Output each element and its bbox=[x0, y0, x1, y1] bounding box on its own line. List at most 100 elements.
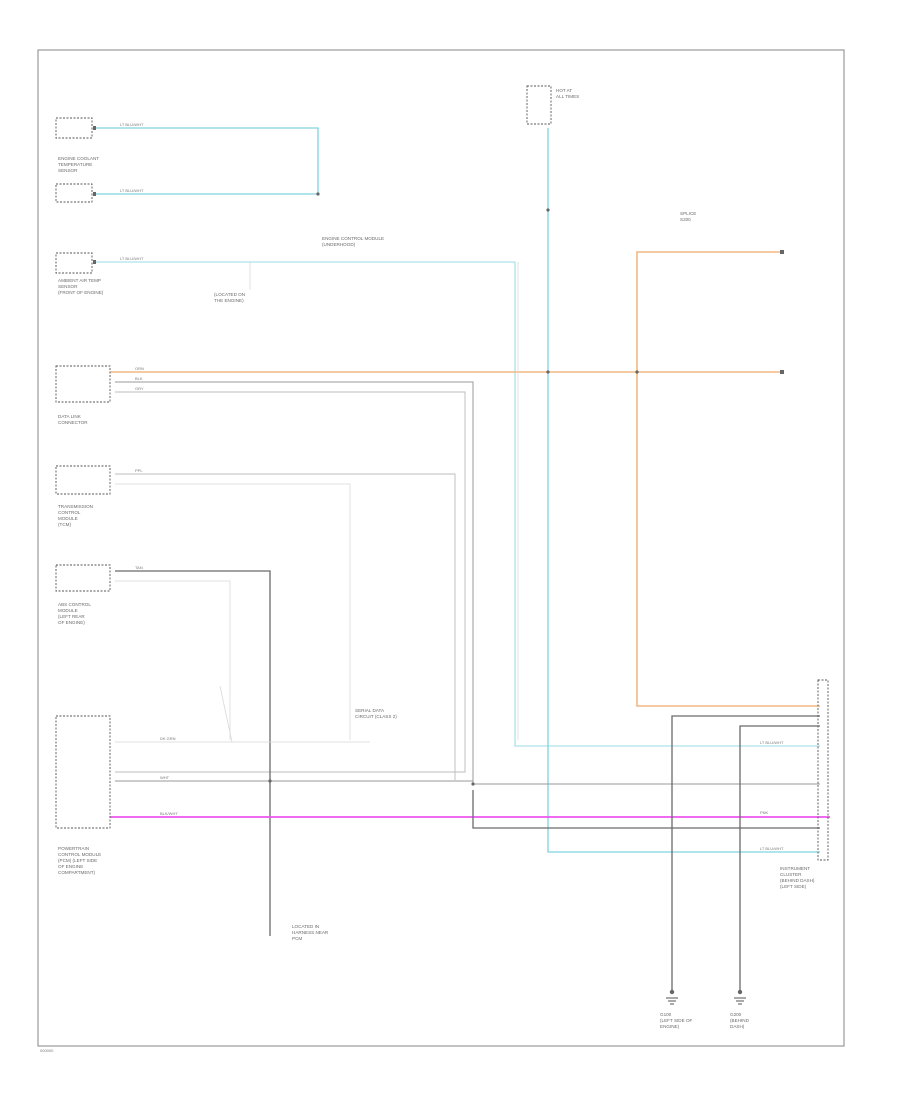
label-hot-2: ALL TIMES bbox=[556, 94, 579, 99]
abs-box bbox=[55, 564, 111, 592]
wire-tcm bbox=[115, 473, 456, 780]
splice-3 bbox=[635, 370, 639, 374]
label-amb-3: (FRONT OF ENGINE) bbox=[58, 290, 104, 295]
wire-gry-1 bbox=[115, 381, 820, 785]
label-ic-1: INSTRUMENT bbox=[780, 866, 810, 871]
wire-lt-blu-3 bbox=[547, 128, 820, 853]
wire-g200 bbox=[739, 725, 820, 990]
label-ect-1: ENGINE COOLANT bbox=[58, 156, 99, 161]
wire-label-10: WHT bbox=[160, 775, 170, 780]
label-amb-1: AMBIENT AIR TEMP bbox=[58, 278, 101, 283]
label-hot-1: HOT AT bbox=[556, 88, 572, 93]
note-1b: (UNDERHOOD) bbox=[322, 242, 356, 247]
ground-g100 bbox=[666, 989, 678, 1005]
wire-label-4: ORN bbox=[135, 366, 144, 371]
wire-gry-2 bbox=[115, 391, 466, 773]
wire-label-9: DK GRN bbox=[160, 736, 176, 741]
labels: ENGINE COOLANT TEMPERATURE SENSOR AMBIEN… bbox=[40, 88, 815, 1053]
label-ic-2: CLUSTER bbox=[780, 872, 802, 877]
corner-code: 000000 bbox=[40, 1048, 54, 1053]
pin-1 bbox=[93, 126, 96, 130]
label-pcm-3: (PCM) (LEFT SIDE bbox=[58, 858, 97, 863]
label-tcm-1: TRANSMISSION bbox=[58, 504, 93, 509]
diagram-frame bbox=[37, 49, 845, 1047]
wire-label-11: BLK/WHT bbox=[160, 811, 178, 816]
label-dlc-1: DATA LINK bbox=[58, 414, 82, 419]
wire-label-7: PPL bbox=[135, 468, 143, 473]
note-3a: SPLICE bbox=[680, 211, 696, 216]
note-6c: PCM bbox=[292, 936, 302, 941]
splice-2 bbox=[546, 208, 550, 212]
pin-4 bbox=[780, 250, 784, 254]
wire-extra-3 bbox=[219, 685, 233, 743]
pin-3 bbox=[93, 260, 96, 264]
wire-abs-2 bbox=[115, 580, 231, 740]
wire-label-6: GRY bbox=[135, 386, 144, 391]
note-4a: (LOCATED ON bbox=[214, 292, 245, 297]
wire-orn bbox=[110, 251, 820, 707]
wire-g100 bbox=[671, 715, 820, 990]
pcm-box bbox=[55, 715, 111, 829]
wire-label-14: LT BLU/WHT bbox=[760, 846, 784, 851]
label-dlc-2: CONNECTOR bbox=[58, 420, 88, 425]
label-abs-4: OF ENGINE) bbox=[58, 620, 85, 625]
note-6a: LOCATED IN bbox=[292, 924, 319, 929]
label-abs-3: (LEFT REAR bbox=[58, 614, 85, 619]
wires bbox=[95, 127, 830, 990]
note-1a: ENGINE CONTROL MODULE bbox=[322, 236, 384, 241]
label-tcm-2: CONTROL bbox=[58, 510, 81, 515]
label-g100-2: (LEFT SIDE OF bbox=[660, 1018, 693, 1023]
note-5a: SERIAL DATA bbox=[355, 708, 385, 713]
wire-abs bbox=[115, 570, 271, 936]
wire-label-2: LT BLU/WHT bbox=[120, 188, 144, 193]
wire-label-1: LT BLU/WHT bbox=[120, 122, 144, 127]
fuse-box-top bbox=[526, 85, 552, 125]
label-abs-1: ABS CONTROL bbox=[58, 602, 91, 607]
label-g200-3: DASH) bbox=[730, 1024, 745, 1029]
label-pcm-4: OF ENGINE bbox=[58, 864, 83, 869]
pin-2 bbox=[93, 192, 96, 196]
wire-tcm-2 bbox=[115, 483, 351, 740]
label-pcm-5: COMPARTMENT) bbox=[58, 870, 96, 875]
pins bbox=[93, 126, 784, 374]
ground-g200 bbox=[734, 989, 746, 1005]
note-4b: THE ENGINE) bbox=[214, 298, 244, 303]
wire-label-8: TAN bbox=[135, 565, 143, 570]
wire-label-5: BLK bbox=[135, 376, 143, 381]
ect-sensor-box bbox=[55, 117, 93, 139]
label-g100-3: ENGINE) bbox=[660, 1024, 680, 1029]
wire-label-12: PNK bbox=[760, 810, 769, 815]
components bbox=[55, 85, 829, 861]
wire-label-13: LT BLU/WHT bbox=[760, 740, 784, 745]
label-amb-2: SENSOR bbox=[58, 284, 78, 289]
tcm-box bbox=[55, 465, 111, 495]
splice-5 bbox=[471, 782, 475, 786]
label-ect-2: TEMPERATURE bbox=[58, 162, 92, 167]
label-ic-4: (LEFT SIDE) bbox=[780, 884, 807, 889]
splice-1 bbox=[316, 192, 320, 196]
splices bbox=[268, 192, 639, 786]
label-pcm-2: CONTROL MODULE bbox=[58, 852, 101, 857]
splice-4 bbox=[546, 370, 550, 374]
label-ic-3: (BEHIND DASH) bbox=[780, 878, 815, 883]
cluster-connector bbox=[817, 679, 829, 861]
splice-6 bbox=[268, 779, 272, 783]
grounds bbox=[666, 989, 746, 1005]
wire-lt-blu-2 bbox=[95, 261, 820, 747]
data-link-box bbox=[55, 365, 111, 403]
label-g200-1: G200 bbox=[730, 1012, 742, 1017]
wire-lt-blu-1 bbox=[95, 127, 319, 195]
note-3b: S200 bbox=[680, 217, 691, 222]
label-ect-3: SENSOR bbox=[58, 168, 78, 173]
pin-5 bbox=[780, 370, 784, 374]
label-g200-2: (BEHIND bbox=[730, 1018, 750, 1023]
wire-label-3: LT BLU/WHT bbox=[120, 256, 144, 261]
label-pcm-1: POWERTRAIN bbox=[58, 846, 89, 851]
label-tcm-4: (TCM) bbox=[58, 522, 71, 527]
note-6b: HARNESS NEAR bbox=[292, 930, 329, 935]
label-g100-1: G100 bbox=[660, 1012, 672, 1017]
ambient-sensor-box bbox=[55, 252, 93, 274]
label-abs-2: MODULE bbox=[58, 608, 78, 613]
label-tcm-3: MODULE bbox=[58, 516, 78, 521]
